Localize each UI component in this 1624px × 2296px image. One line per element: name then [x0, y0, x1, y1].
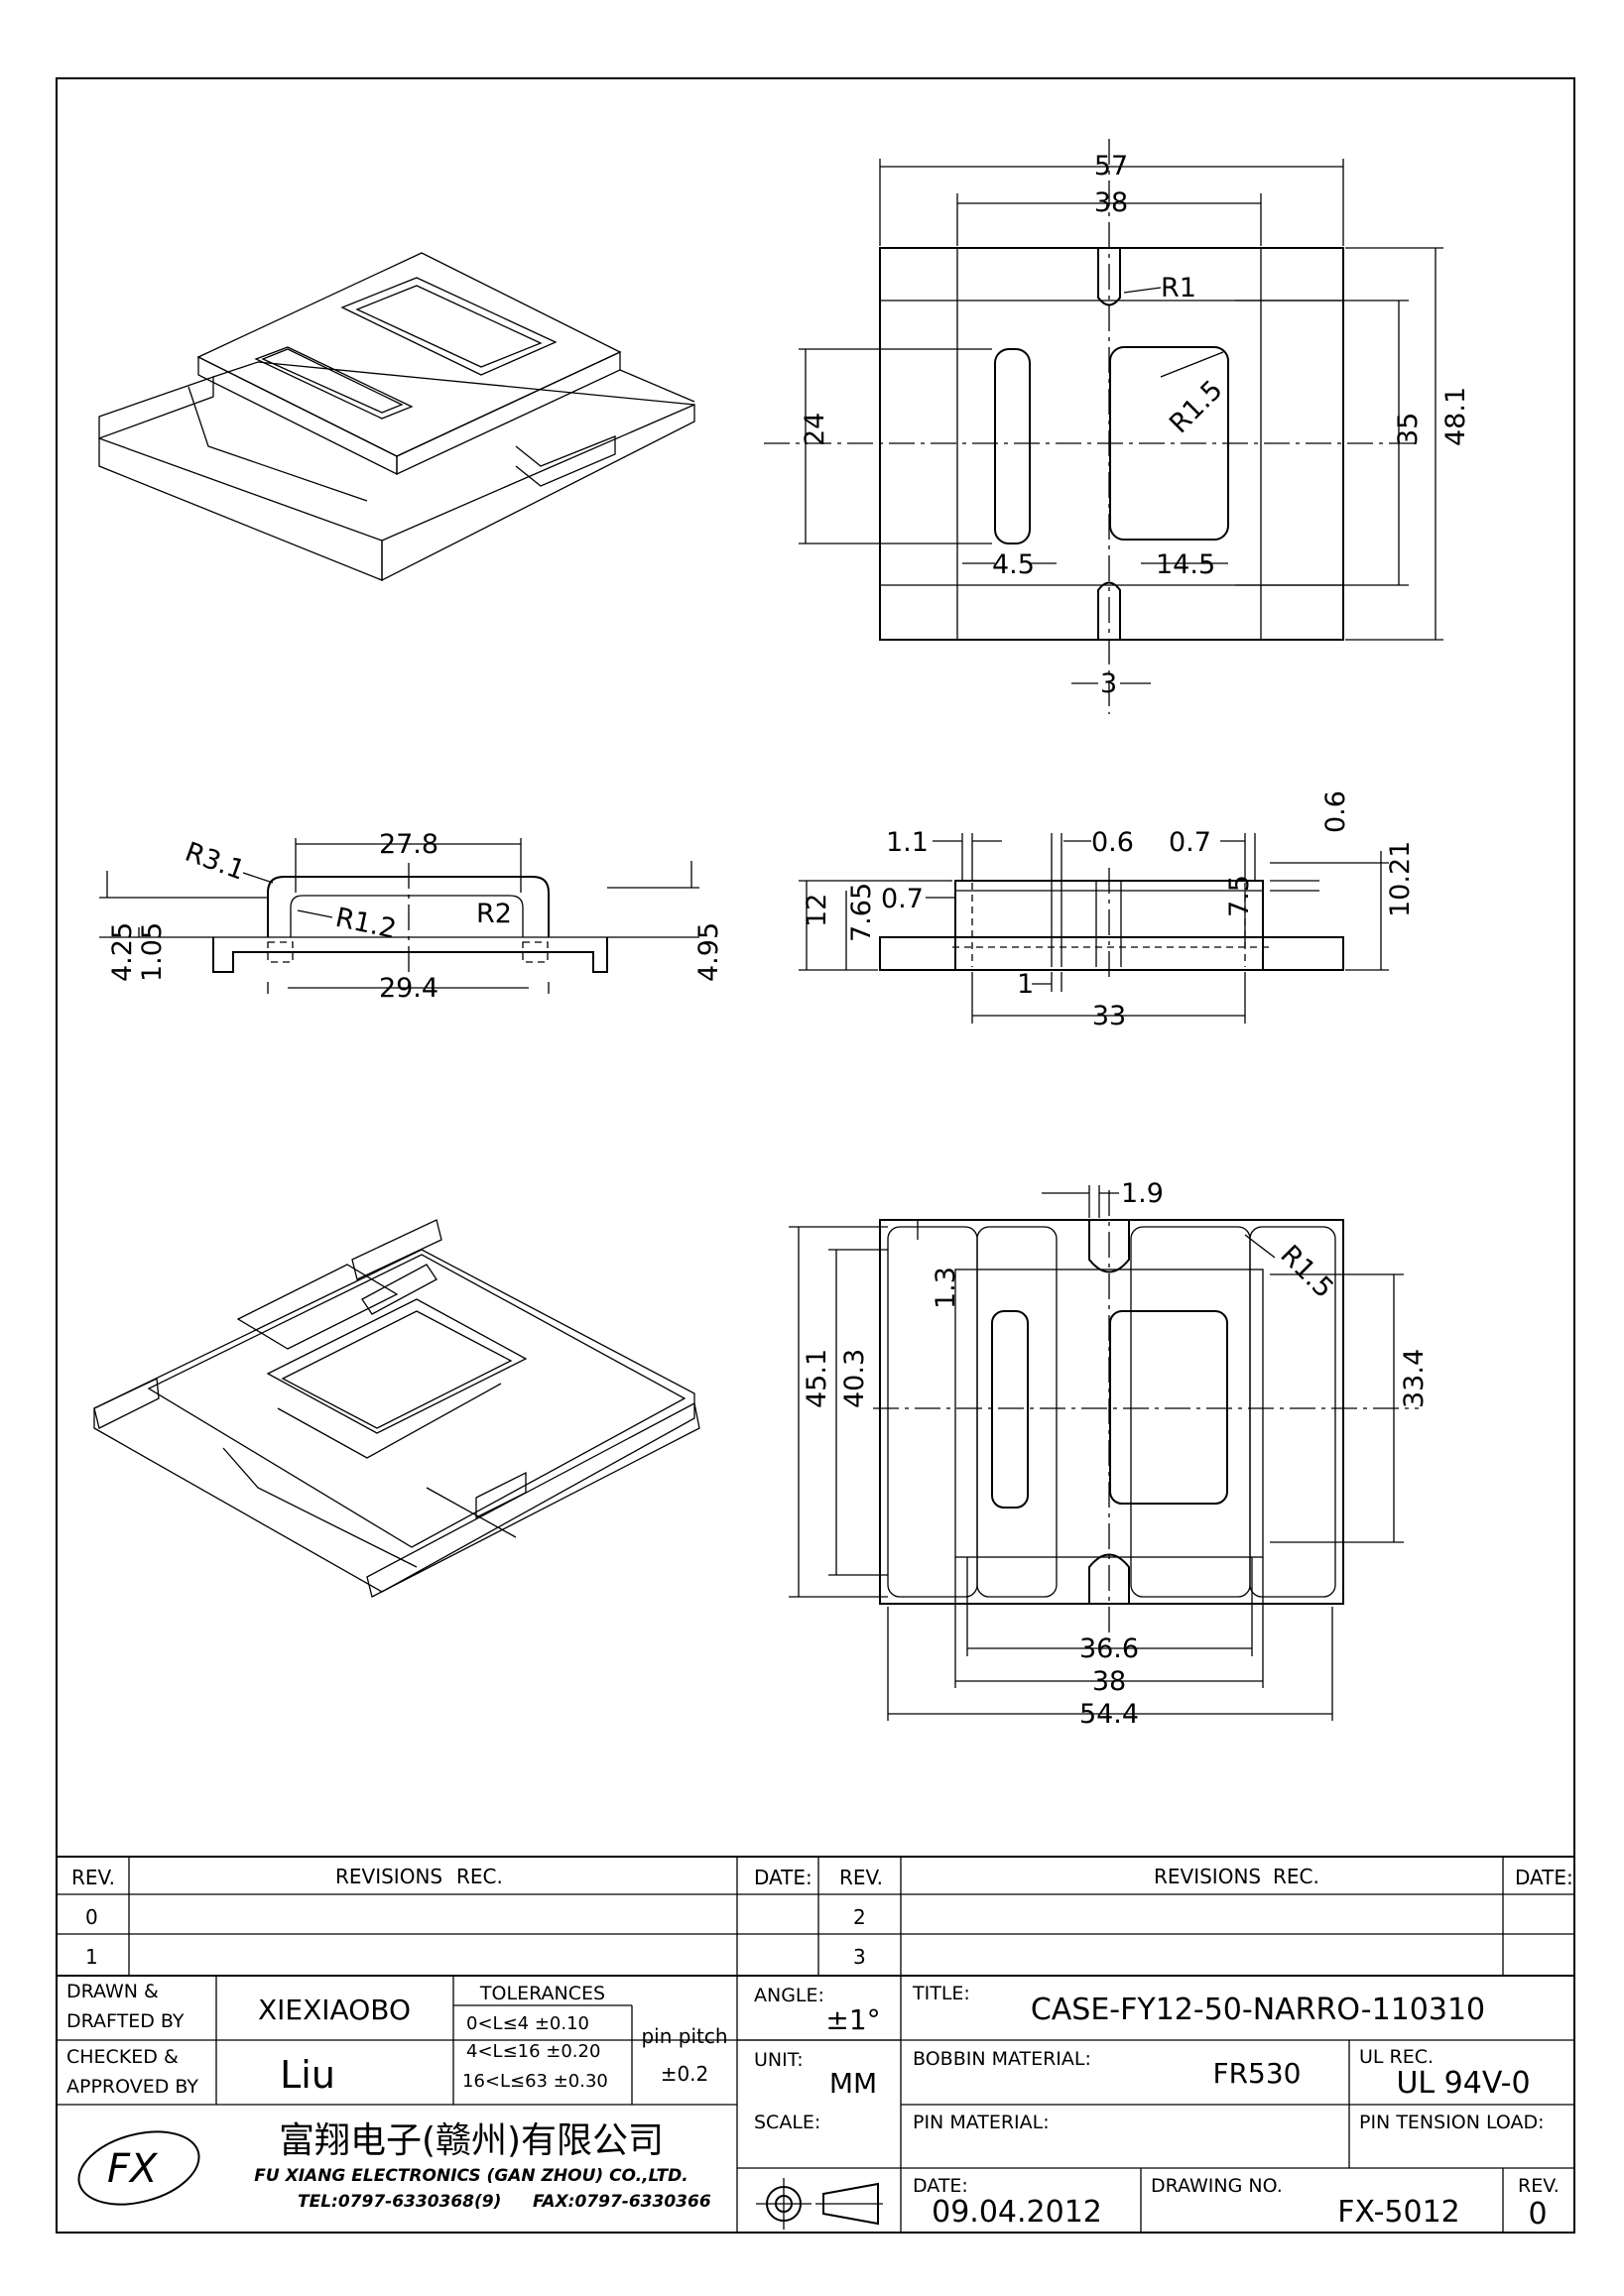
- unit-label: UNIT:: [754, 2049, 804, 2071]
- drawing-no-label: DRAWING NO.: [1151, 2175, 1283, 2197]
- tol-row-0: 0<L≤4 ±0.10: [466, 2013, 589, 2034]
- dim-27-8: 27.8: [379, 829, 438, 860]
- dim-0-7a: 0.7: [1169, 827, 1211, 858]
- angle-value: ±1°: [825, 2003, 880, 2036]
- date-label: DATE:: [913, 2175, 968, 2197]
- top-view: 57 38 R1 R1.5 24 35 48.1 4.5 14.5 3: [764, 139, 1471, 714]
- dim-r1-5: R1.5: [1164, 375, 1229, 440]
- dim-57: 57: [1094, 151, 1128, 181]
- bottom-view: 1.9 R1.5 1.3 45.1 40.3 33.4 36.6 38 54.4: [789, 1178, 1430, 1730]
- sheet-border: [56, 77, 1575, 2234]
- rev-row-1: 1: [85, 1945, 98, 1969]
- company-logo: FX: [77, 2130, 200, 2206]
- dim-4-25: 4.25: [107, 922, 138, 982]
- revisions-header-left: REVISIONS: [335, 1865, 442, 1888]
- dim-7-5: 7.5: [1224, 875, 1255, 917]
- dim-1-9: 1.9: [1121, 1178, 1164, 1209]
- pin-pitch-value: ±0.2: [661, 2062, 709, 2086]
- dim-r1: R1: [1161, 273, 1196, 303]
- dim-45-1: 45.1: [802, 1349, 832, 1408]
- rev-header: REV.: [71, 1866, 115, 1889]
- dim-33: 33: [1092, 1001, 1126, 1031]
- date-header-right: DATE:: [1515, 1866, 1573, 1889]
- date-value: 09.04.2012: [932, 2195, 1102, 2230]
- dim-4-5: 4.5: [992, 549, 1035, 580]
- rev-value: 0: [1528, 2197, 1547, 2232]
- dim-40-3: 40.3: [839, 1349, 870, 1408]
- ul-rec-value: UL 94V-0: [1396, 2066, 1530, 2101]
- title-block: REV. REVISIONS REC. DATE: REV. REVISIONS…: [56, 1856, 1575, 2234]
- rev-header-mid: REV.: [839, 1866, 883, 1889]
- company-name-en: FU XIANG ELECTRONICS (GAN ZHOU) CO.,LTD.: [254, 2166, 687, 2186]
- drawn-by-value: XIEXIAOBO: [258, 1994, 411, 2026]
- drawn-label-2: DRAFTED BY: [66, 2010, 185, 2032]
- dim-r1-5-b: R1.5: [1274, 1240, 1339, 1305]
- bobbin-material-label: BOBBIN MATERIAL:: [913, 2048, 1091, 2070]
- dim-36-6: 36.6: [1079, 1633, 1139, 1664]
- checked-label-2: APPROVED BY: [66, 2076, 198, 2098]
- dim-38: 38: [1094, 187, 1128, 218]
- rec-header-left: REC.: [456, 1865, 503, 1888]
- dim-0-6a: 0.6: [1091, 827, 1134, 858]
- bobbin-material-value: FR530: [1212, 2057, 1301, 2090]
- checked-label-1: CHECKED &: [66, 2046, 179, 2068]
- tolerances-header: TOLERANCES: [479, 1983, 605, 2004]
- tol-row-2: 16<L≤63 ±0.30: [462, 2071, 608, 2092]
- dim-7-65: 7.65: [846, 883, 877, 942]
- drawn-label-1: DRAWN &: [66, 1981, 159, 2002]
- dim-r1-2: R1.2: [332, 903, 399, 945]
- dim-1: 1: [1017, 969, 1034, 1000]
- unit-value: MM: [829, 2067, 877, 2100]
- dim-14-5: 14.5: [1156, 549, 1215, 580]
- dim-3: 3: [1100, 668, 1117, 699]
- checked-by-value: Liu: [280, 2053, 335, 2097]
- title-value: CASE-FY12-50-NARRO-110310: [1031, 1993, 1485, 2027]
- dim-0-7b: 0.7: [881, 884, 924, 914]
- rev-row-2: 2: [853, 1905, 866, 1929]
- title-label: TITLE:: [912, 1983, 970, 2004]
- angle-label: ANGLE:: [754, 1985, 824, 2006]
- dim-35: 35: [1393, 413, 1424, 446]
- dim-48-1: 48.1: [1440, 387, 1471, 446]
- rev-row-0: 0: [85, 1905, 98, 1929]
- dim-1-1: 1.1: [886, 827, 929, 858]
- company-tel: TEL:0797-6330368(9): [298, 2192, 501, 2212]
- dim-r3-1: R3.1: [181, 837, 249, 887]
- pin-material-label: PIN MATERIAL:: [913, 2112, 1050, 2133]
- dim-1-3: 1.3: [931, 1267, 961, 1309]
- dim-1-05: 1.05: [137, 922, 168, 982]
- pin-pitch-label: pin pitch: [641, 2024, 727, 2048]
- isometric-view-top: [98, 252, 695, 582]
- company-name-cn: 富翔电子(赣州)有限公司: [279, 2120, 664, 2161]
- dim-r2: R2: [476, 899, 512, 929]
- dim-4-95: 4.95: [693, 922, 724, 982]
- dim-33-4: 33.4: [1399, 1349, 1430, 1408]
- side-section-view: 1.1 0.6 0.7 0.6 0.7 12 7.65 7.5 10.21 1 …: [799, 790, 1416, 1031]
- scale-label: SCALE:: [754, 2112, 820, 2133]
- tol-row-1: 4<L≤16 ±0.20: [466, 2041, 600, 2062]
- dim-29-4: 29.4: [379, 973, 438, 1004]
- projection-symbol: [756, 2178, 883, 2230]
- drawing-no-value: FX-5012: [1337, 2195, 1460, 2230]
- rev-label: REV.: [1518, 2175, 1560, 2197]
- dim-38-b: 38: [1092, 1666, 1126, 1697]
- logo-letters: FX: [107, 2146, 159, 2192]
- revisions-header-right: REVISIONS: [1154, 1865, 1261, 1888]
- front-section-view: 27.8 R3.1 R1.2 R2 29.4 4.25 1.05 4.95: [99, 829, 724, 1004]
- date-header-left: DATE:: [754, 1866, 812, 1889]
- rev-row-3: 3: [853, 1945, 866, 1969]
- dim-10-21: 10.21: [1385, 841, 1416, 917]
- pin-tension-label: PIN TENSION LOAD:: [1359, 2112, 1545, 2133]
- dim-24: 24: [800, 413, 830, 446]
- dim-12: 12: [802, 894, 832, 927]
- isometric-view-bottom: [93, 1219, 700, 1598]
- ul-rec-label: UL REC.: [1359, 2046, 1434, 2068]
- dim-54-4: 54.4: [1079, 1699, 1139, 1730]
- dim-0-6b: 0.6: [1320, 790, 1351, 833]
- company-fax: FAX:0797-6330366: [533, 2192, 711, 2212]
- rec-header-right: REC.: [1273, 1865, 1319, 1888]
